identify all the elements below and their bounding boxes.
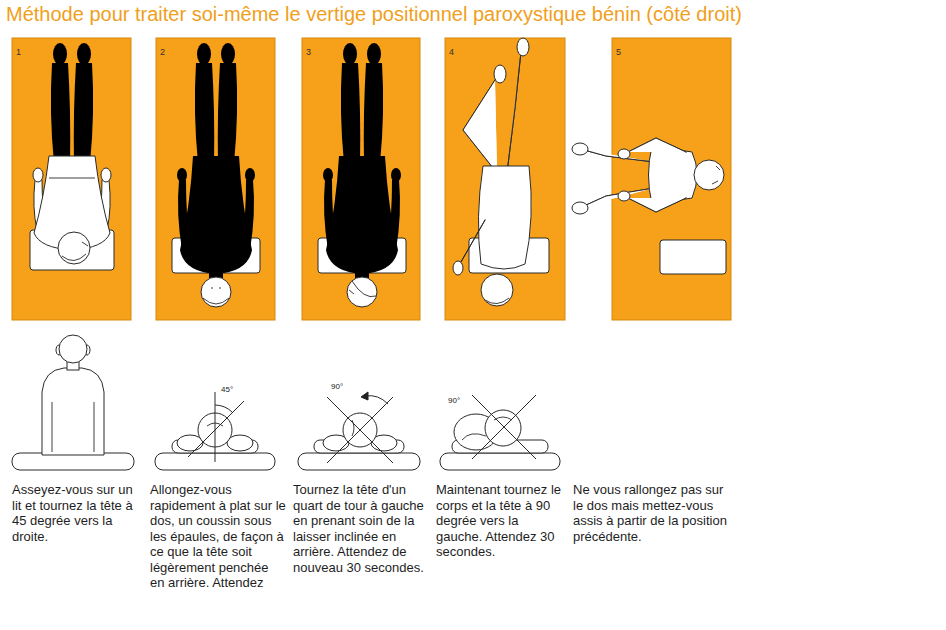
illustration-part (59, 335, 87, 363)
illustration-part (472, 395, 536, 459)
illustration-part (203, 298, 229, 304)
step-number: 5 (616, 47, 621, 57)
illustration-part (628, 198, 686, 212)
illustration-part (462, 434, 486, 440)
illustration-part (649, 146, 698, 204)
illustration-part (62, 254, 86, 261)
illustration-part (472, 395, 536, 459)
step-number: 1 (16, 47, 21, 57)
panel-ground (156, 38, 275, 320)
body-90-view (440, 395, 560, 470)
illustration-part (618, 149, 630, 159)
head-90-view (298, 392, 420, 470)
illustration-part (33, 168, 43, 182)
side-lying-figure (453, 38, 549, 306)
illustration-part (507, 52, 521, 173)
illustration-part (101, 168, 111, 182)
illustration-part (323, 43, 401, 278)
illustration-part (628, 138, 686, 152)
step-caption: Maintenant tournez le corps et la tête à… (436, 482, 568, 560)
illustration-part (12, 453, 134, 470)
illustration-part (463, 80, 497, 173)
illustration-part (352, 281, 376, 297)
step-panel: 1 (12, 38, 131, 320)
illustration-part (52, 402, 94, 452)
sitting-figure (30, 43, 114, 270)
illustration-part (618, 191, 630, 201)
illustration-part (327, 397, 393, 463)
step-caption: Allongez-vous rapidement à plat sur le d… (150, 482, 286, 591)
step-caption: Ne vous rallongez pas sur le dos mais me… (573, 482, 731, 544)
step-number: 4 (449, 47, 454, 57)
illustration-part (347, 277, 377, 307)
step-caption: Asseyez-vous sur un lit et tournez la tê… (12, 482, 140, 544)
step-panel: 2 (156, 38, 275, 320)
illustration-part (628, 198, 686, 212)
illustration-part (49, 178, 95, 179)
sitting-up-figure (572, 138, 726, 274)
illustration-part (366, 396, 388, 404)
step-caption: Tournez la tête d'un quart de tour à gau… (293, 482, 429, 575)
illustration-part (361, 392, 368, 400)
illustration-part (572, 202, 588, 214)
illustration-part (201, 277, 231, 307)
illustration-part (227, 435, 253, 451)
illustration-part (42, 368, 104, 455)
step-number: 3 (306, 47, 311, 57)
head-45-view (155, 392, 275, 470)
panel-ground (12, 38, 131, 320)
illustration-part (453, 261, 463, 275)
angle-label: 45° (221, 385, 233, 395)
illustration-part (349, 290, 354, 294)
illustration-part (188, 401, 244, 457)
supine-figure (318, 43, 406, 307)
illustration-part (82, 242, 88, 246)
illustration-part (660, 240, 726, 274)
illustration-part (211, 288, 221, 289)
illustration-part (215, 405, 232, 412)
illustration-part (628, 138, 686, 152)
illustration-part (177, 435, 203, 451)
illustration-part (507, 52, 521, 173)
illustration-part (517, 38, 529, 56)
step-panel: 5 (612, 38, 731, 320)
illustration-part (463, 80, 497, 173)
illustration-part (485, 298, 509, 304)
step-panel: 3 (302, 38, 420, 320)
illustration-part (440, 453, 560, 470)
illustration-part (51, 43, 93, 163)
panel-ground (445, 38, 565, 320)
illustration-part (215, 392, 216, 462)
illustration-part (58, 232, 90, 264)
sitting-back-view (12, 335, 134, 470)
step-panel: 4 (445, 38, 565, 320)
illustration-part (572, 143, 588, 155)
illustration-part (712, 166, 720, 184)
illustration-part (327, 397, 393, 463)
illustration-part (461, 220, 485, 262)
illustration-part (461, 220, 485, 262)
illustration-part (481, 274, 513, 306)
illustration-part (478, 166, 531, 269)
angle-label: 90° (448, 396, 460, 406)
panel-ground (302, 38, 420, 320)
illustration-part (298, 453, 420, 470)
diagram-title: Méthode pour traiter soi-même le vertige… (6, 2, 742, 26)
illustration-part (177, 43, 255, 278)
angle-label: 90° (331, 382, 343, 392)
illustration-part (494, 65, 506, 83)
illustration-part (694, 160, 724, 190)
step-number: 2 (160, 47, 165, 57)
panel-ground (612, 38, 731, 320)
supine-figure (172, 43, 260, 307)
